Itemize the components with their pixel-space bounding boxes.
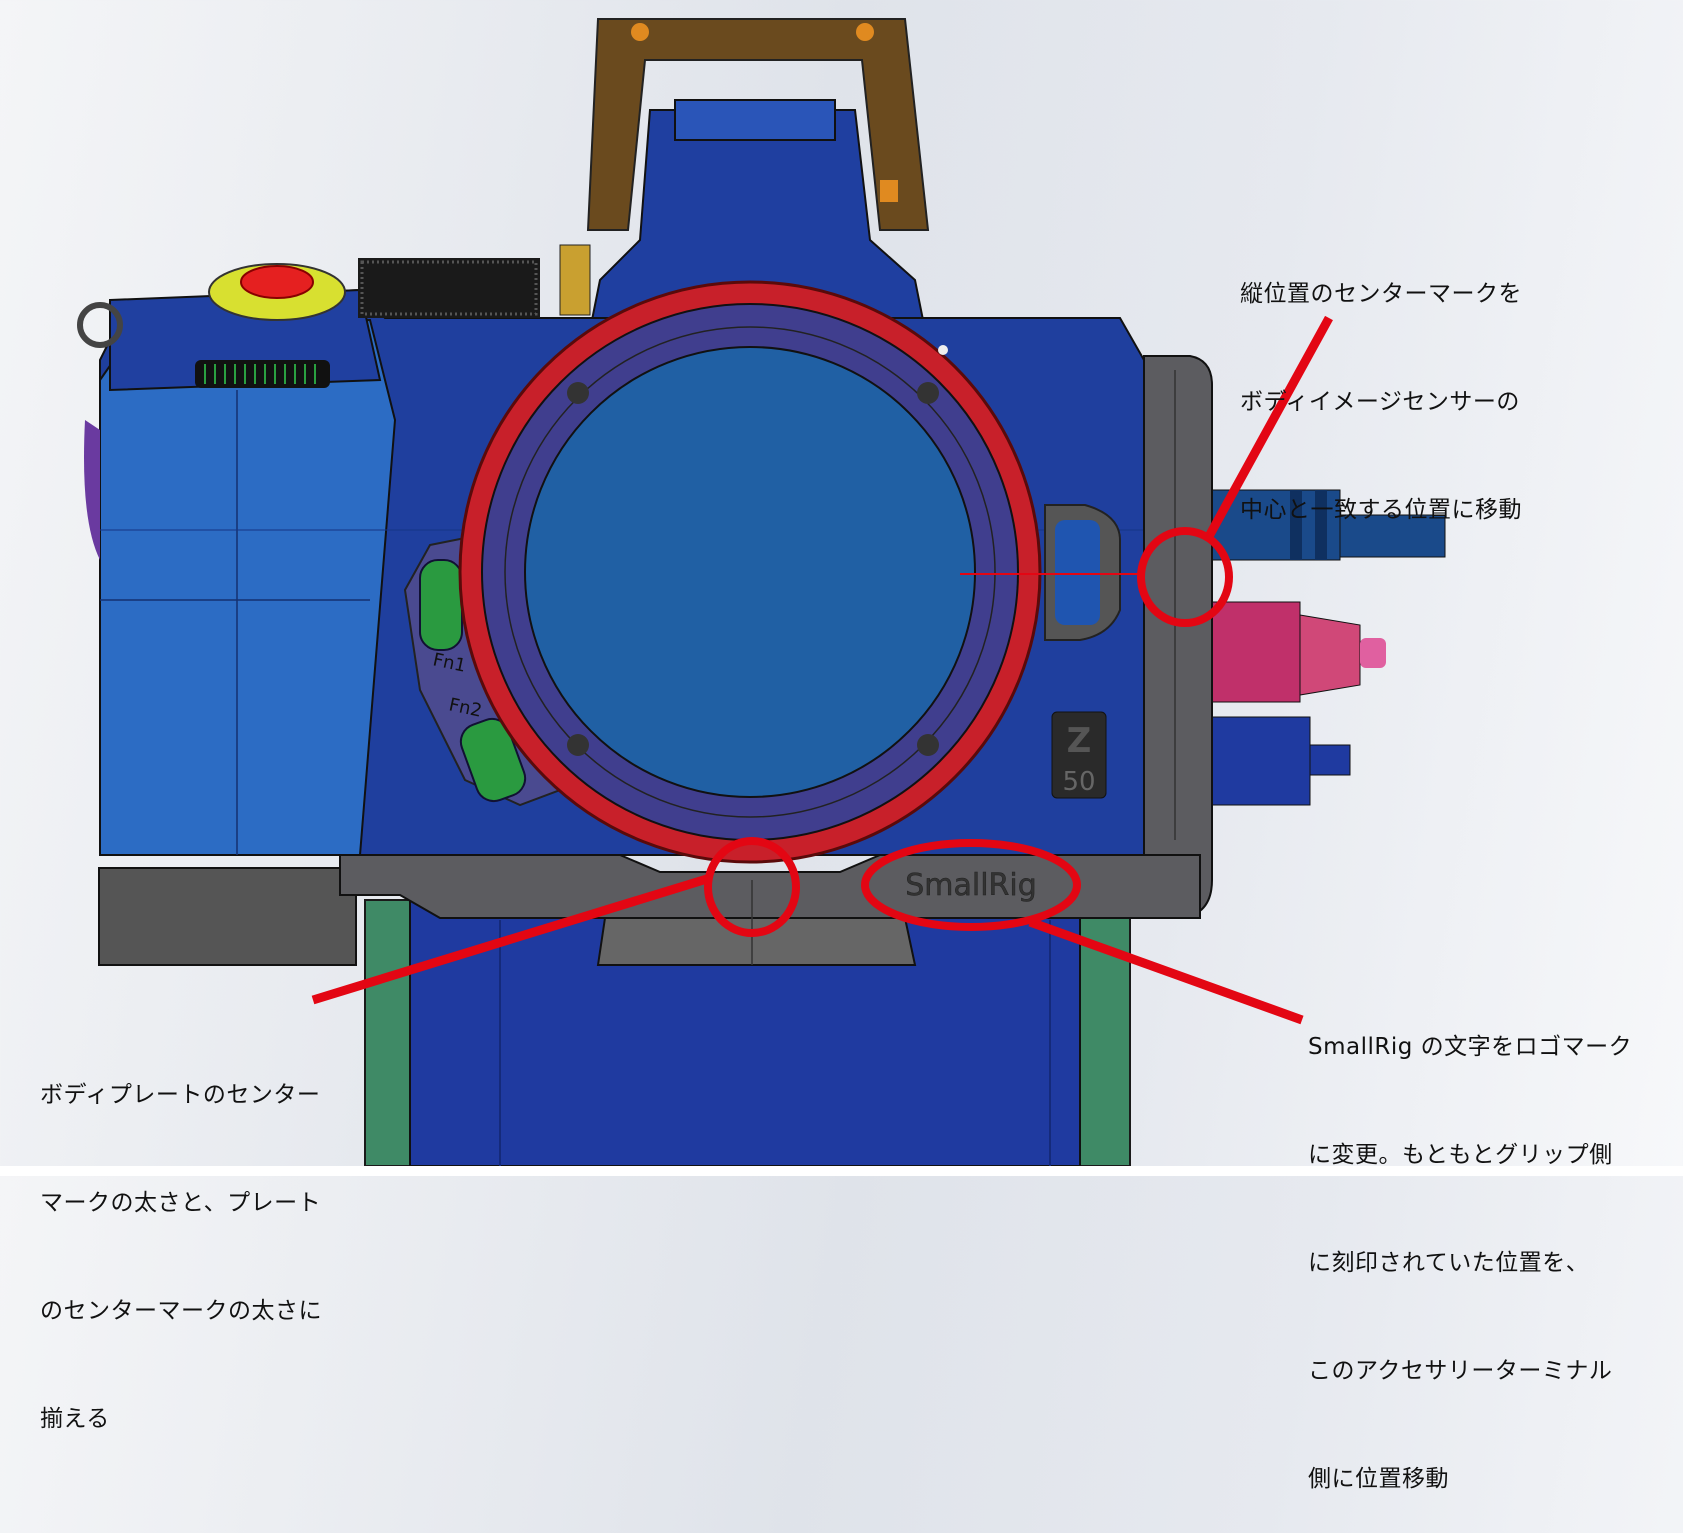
note-line: のセンターマークの太さに xyxy=(40,1298,322,1324)
note-smallrig-logo: SmallRig の文字をロゴマーク に変更。もともとグリップ側 に刻印されてい… xyxy=(1308,957,1632,1533)
l-bracket-side xyxy=(1143,355,1213,919)
camera-cad-illustration: Fn1 Fn2 Z 50 Sm xyxy=(77,18,1446,1167)
mode-dial xyxy=(358,258,540,318)
plate-logo-text: SmallRig xyxy=(905,868,1037,903)
note-line: に変更。もともとグリップ側 xyxy=(1308,1142,1613,1168)
note-line: 中心と一致する位置に移動 xyxy=(1240,497,1522,523)
note-line: ボディプレートのセンター xyxy=(40,1082,321,1108)
note-line: ボディイメージセンサーの xyxy=(1240,389,1520,415)
callout-vertical-center xyxy=(1137,315,1333,627)
model-badge xyxy=(1051,711,1107,799)
callout-smallrig-logo xyxy=(861,839,1304,1025)
note-line: 側に位置移動 xyxy=(1308,1466,1449,1492)
badge-50: 50 xyxy=(1062,767,1095,797)
note-line: このアクセサリーターミナル xyxy=(1308,1358,1613,1384)
viewfinder-hump xyxy=(559,99,927,331)
note-vertical-center-mark: 縦位置のセンターマークを ボディイメージセンサーの 中心と一致する位置に移動 xyxy=(1240,204,1522,564)
note-body-plate-center-mark: ボディプレートのセンター マークの太さと、プレート のセンターマークの太さに 揃… xyxy=(40,1005,322,1473)
lens-mount xyxy=(458,280,1042,864)
note-line: マークの太さと、プレート xyxy=(40,1190,322,1216)
bottom-margin xyxy=(0,1166,1683,1176)
note-line: に刻印されていた位置を、 xyxy=(1308,1250,1590,1276)
note-line: 縦位置のセンターマークを xyxy=(1240,281,1522,307)
base-plate xyxy=(98,854,1201,966)
callout-plate-center xyxy=(311,837,800,1005)
note-line: 揃える xyxy=(40,1406,110,1432)
badge-z: Z xyxy=(1067,721,1092,761)
note-line: SmallRig の文字をロゴマーク xyxy=(1308,1034,1633,1060)
top-bracket xyxy=(586,18,930,231)
shutter-button xyxy=(240,265,314,299)
